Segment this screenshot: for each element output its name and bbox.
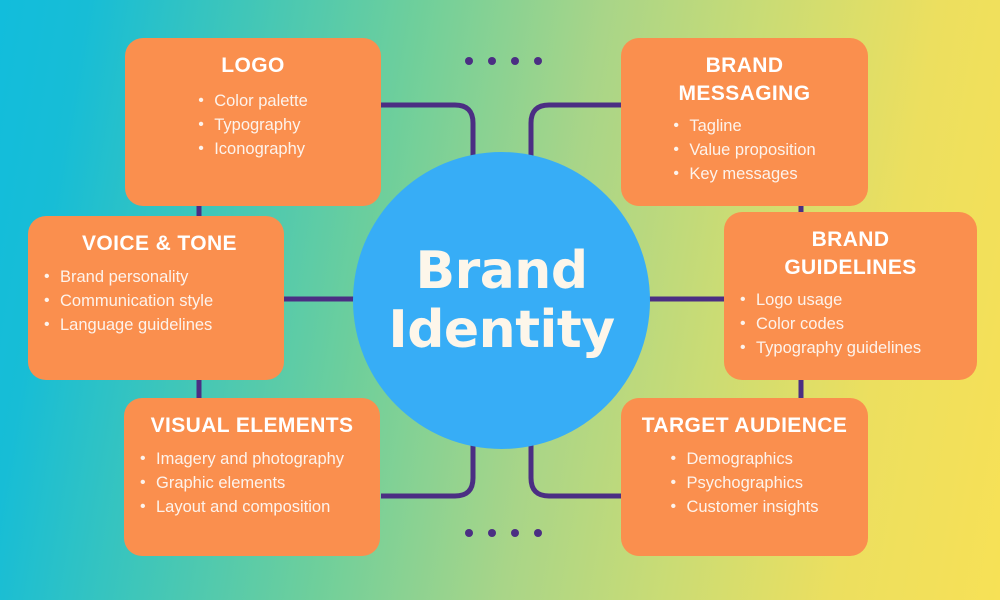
list-item: Key messages (673, 162, 815, 187)
node-brand-guidelines-list: Logo usage Color codes Typography guidel… (740, 288, 921, 361)
list-item: Graphic elements (140, 471, 344, 496)
dot (488, 57, 496, 65)
node-brand-guidelines-title-line-1: BRAND (811, 228, 890, 251)
list-item: Layout and composition (140, 495, 344, 520)
node-brand-guidelines[interactable]: BRAND GUIDELINES Logo usage Color codes … (724, 212, 977, 380)
list-item: Psychographics (670, 471, 818, 496)
center-title-line-1: Brand (415, 241, 588, 302)
node-brand-messaging-title-line-2: MESSAGING (678, 82, 811, 106)
node-logo-title: LOGO (221, 54, 285, 77)
list-item: Logo usage (740, 288, 921, 313)
node-logo[interactable]: LOGO Color palette Typography Iconograph… (125, 38, 381, 206)
dot (465, 529, 473, 537)
node-logo-list: Color palette Typography Iconography (198, 89, 308, 162)
dot (465, 57, 473, 65)
list-item: Communication style (44, 289, 213, 314)
list-item: Iconography (198, 137, 308, 162)
decorative-dots-bottom (465, 529, 542, 537)
dot (534, 57, 542, 65)
connector-target-audience (528, 440, 621, 499)
list-item: Value proposition (673, 138, 815, 163)
center-title-line-2: Identity (388, 299, 615, 360)
node-voice-tone[interactable]: VOICE & TONE Brand personality Communica… (28, 216, 284, 380)
node-brand-messaging-list: Tagline Value proposition Key messages (673, 114, 815, 187)
node-brand-guidelines-title-line-2: GUIDELINES (784, 256, 917, 280)
list-item: Color palette (198, 89, 308, 114)
dot (488, 529, 496, 537)
list-item: Demographics (670, 447, 818, 472)
list-item: Color codes (740, 312, 921, 337)
node-voice-tone-title: VOICE & TONE (82, 232, 237, 255)
node-visual-elements-list: Imagery and photography Graphic elements… (140, 447, 344, 520)
list-item: Brand personality (44, 265, 213, 290)
node-target-audience[interactable]: TARGET AUDIENCE Demographics Psychograph… (621, 398, 868, 556)
dot (511, 529, 519, 537)
dot (534, 529, 542, 537)
node-brand-guidelines-title: BRAND GUIDELINES (740, 226, 961, 283)
center-node-brand-identity: Brand Identity (353, 152, 650, 449)
node-visual-elements-title: VISUAL ELEMENTS (150, 414, 354, 437)
connector-logo (381, 102, 476, 185)
node-brand-messaging[interactable]: BRAND MESSAGING Tagline Value propositio… (621, 38, 868, 206)
list-item: Imagery and photography (140, 447, 344, 472)
list-item: Tagline (673, 114, 815, 139)
connector-brand-messaging (528, 102, 621, 185)
list-item: Typography guidelines (740, 336, 921, 361)
node-target-audience-title: TARGET AUDIENCE (641, 414, 848, 437)
connector-visual-elements (381, 440, 476, 499)
list-item: Language guidelines (44, 313, 213, 338)
node-brand-messaging-title: BRAND MESSAGING (637, 52, 852, 109)
dot (511, 57, 519, 65)
list-item: Customer insights (670, 495, 818, 520)
node-voice-tone-list: Brand personality Communication style La… (44, 265, 213, 338)
decorative-dots-top (465, 57, 542, 65)
node-visual-elements[interactable]: VISUAL ELEMENTS Imagery and photography … (124, 398, 380, 556)
node-target-audience-list: Demographics Psychographics Customer ins… (670, 447, 818, 520)
list-item: Typography (198, 113, 308, 138)
node-brand-messaging-title-line-1: BRAND (705, 54, 784, 77)
